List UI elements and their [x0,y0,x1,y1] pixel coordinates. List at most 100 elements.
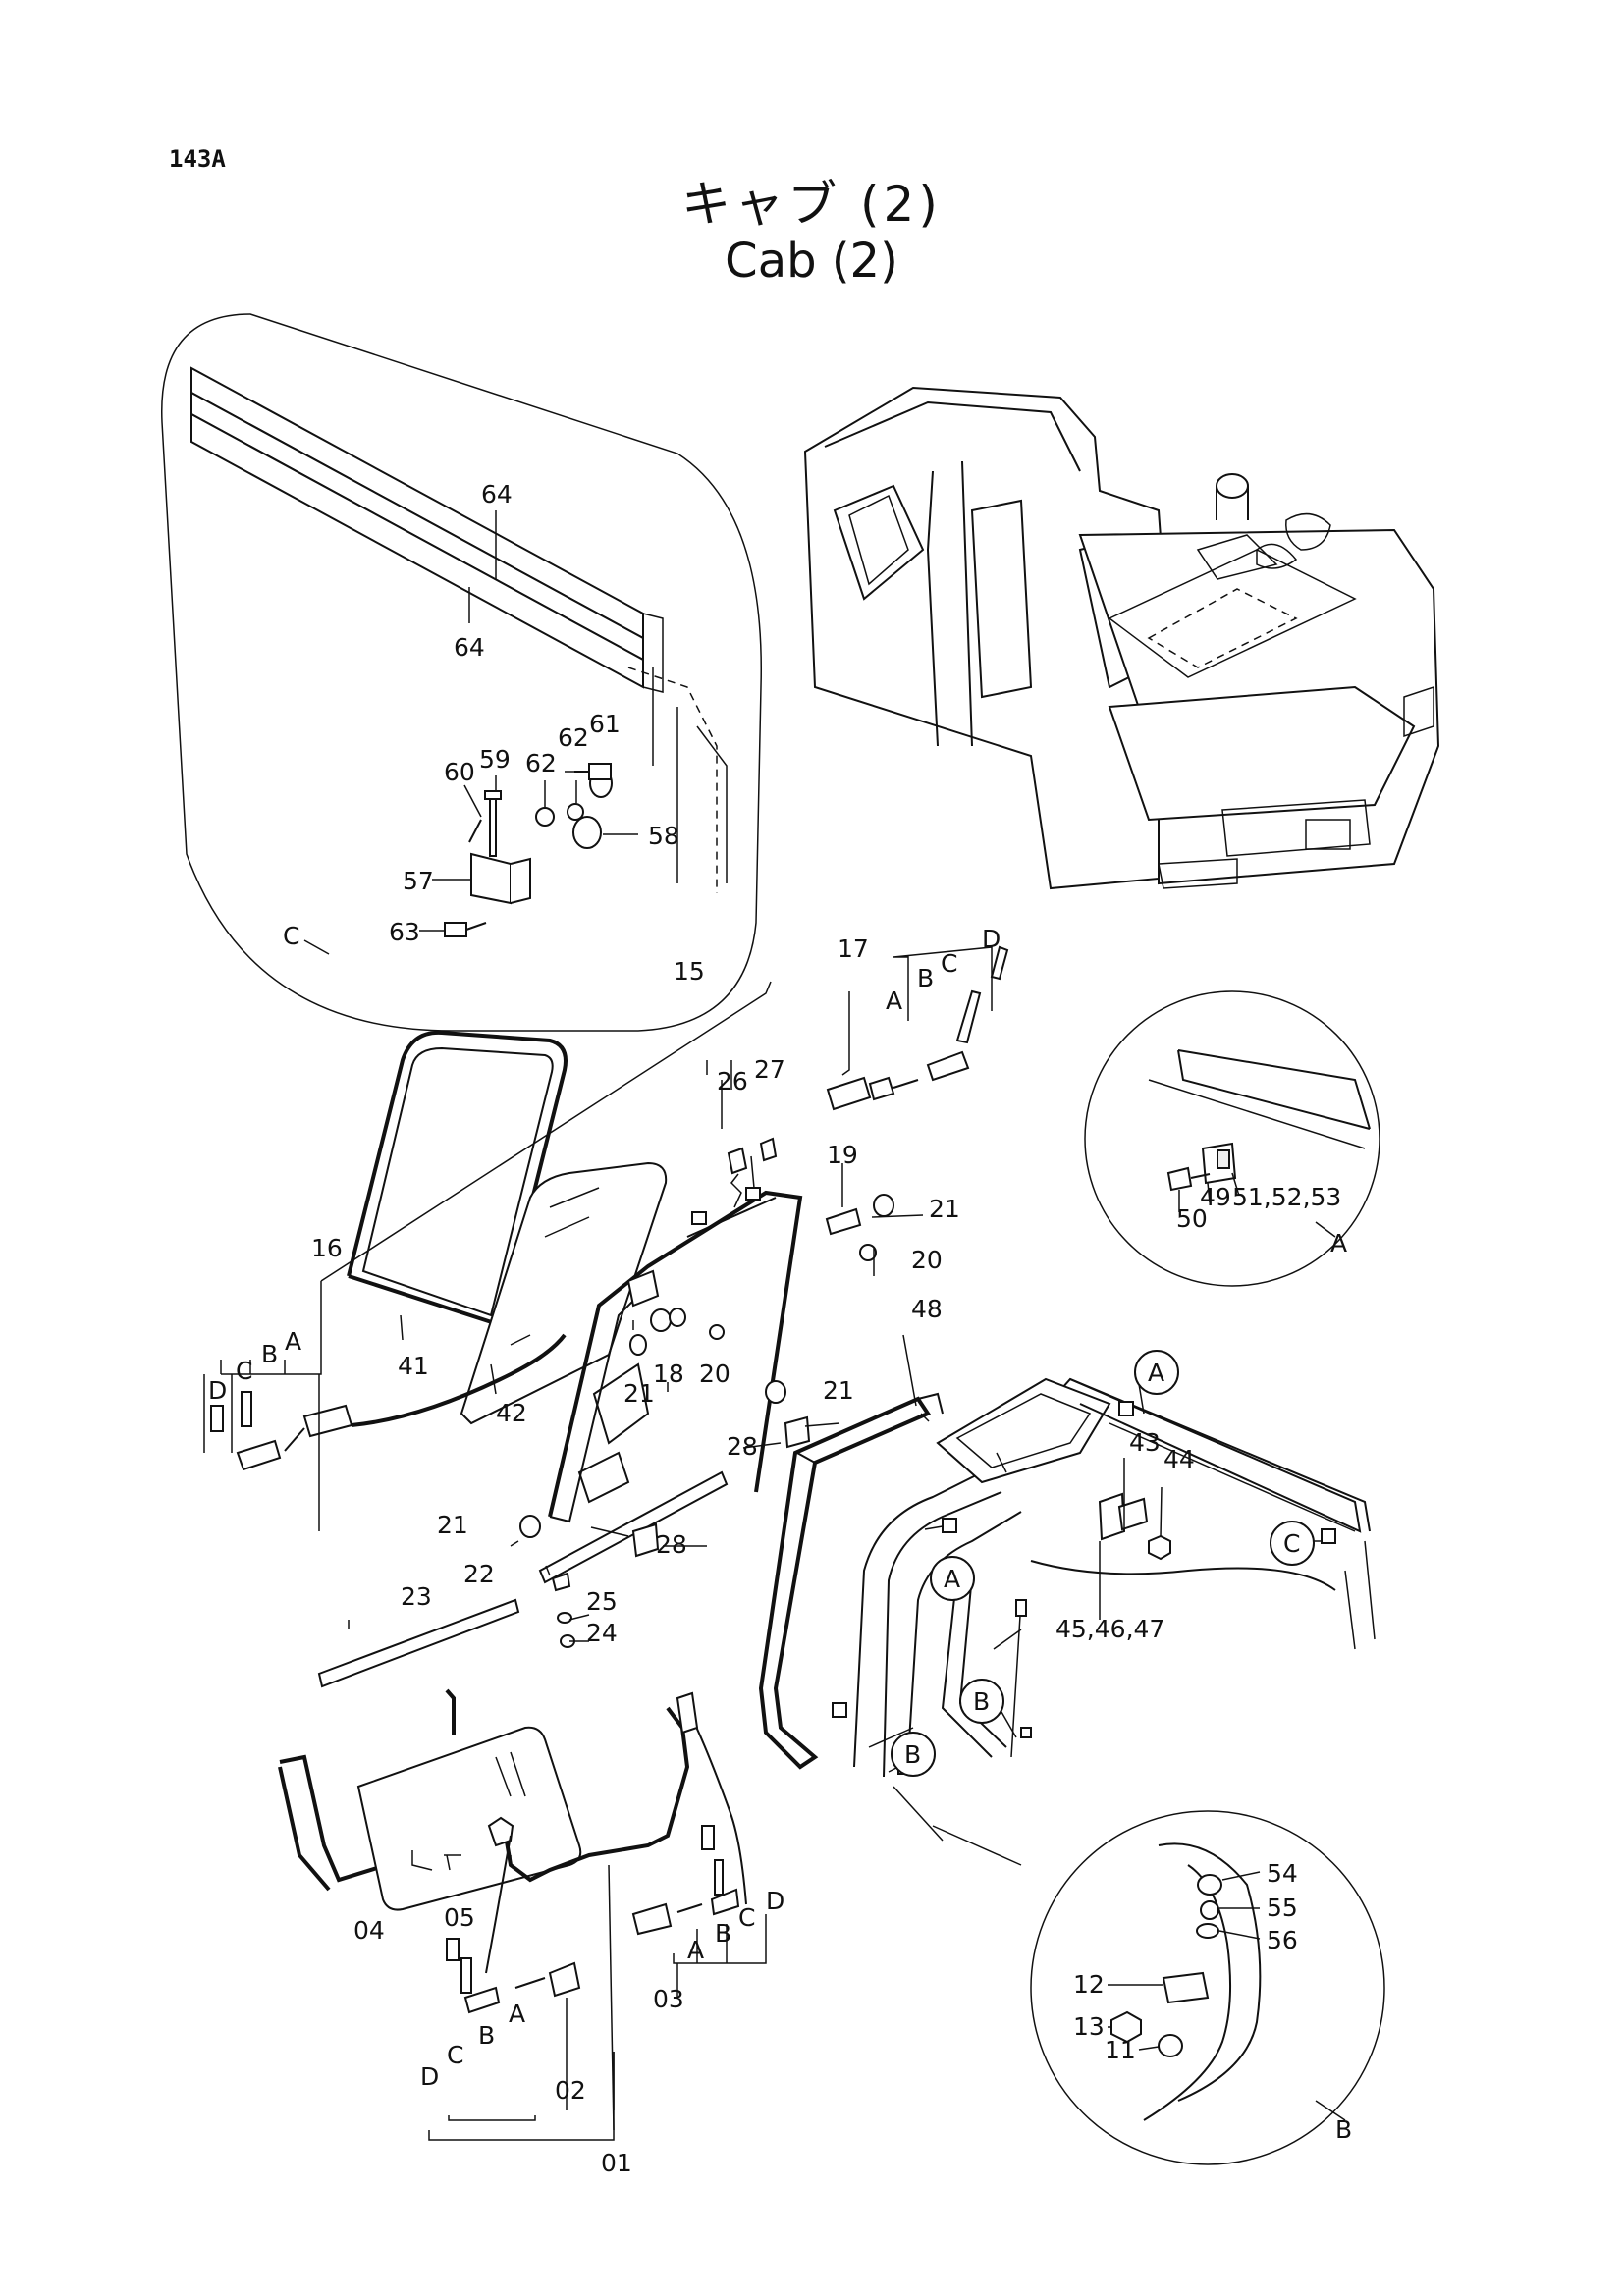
detail-a-view [1084,990,1380,1287]
bracket-19 [825,1207,862,1236]
bracket-43 [1117,1497,1149,1531]
label-03-b: B [715,1919,731,1948]
washer-62b [567,803,584,821]
label-17-d: D [982,925,1001,953]
label-16: 16 [311,1234,343,1262]
callout-a-top [1134,1350,1179,1395]
excavator-overview [803,386,1440,890]
latch-17 [826,945,1009,1111]
title-english: Cab (2) [725,234,898,289]
slide-frame-15 [548,1187,803,1523]
bumper-21c [765,1380,786,1404]
washer-56 [1196,1923,1219,1939]
label-61: 61 [589,710,621,738]
cab-frame [832,1377,1376,1866]
label-15: 15 [674,957,705,986]
callout-b-right [959,1679,1004,1724]
title-japanese: キャブ (2) [681,176,942,233]
callout-c-right-letter: C [1283,1529,1300,1558]
bolt-63 [444,922,487,937]
label-03: 03 [653,1985,684,2013]
detail-b-view [1030,1810,1385,2165]
latch-02 [446,1938,581,2014]
label-21d: 21 [437,1511,468,1539]
stopper-28a [631,1522,660,1558]
callout-b-right-letter: B [973,1687,990,1716]
label-11: 11 [1105,2036,1136,2064]
label-02: 02 [555,2076,586,2105]
rail-22 [538,1470,729,1584]
label-16-a: A [285,1327,301,1356]
callout-c-right [1270,1521,1315,1566]
label-43: 43 [1129,1428,1161,1457]
nut-55 [1200,1900,1219,1920]
bracket-57 [470,852,531,905]
bracket-12 [1162,1971,1210,2004]
label-64a: 64 [481,480,513,508]
rail-seal-64 [190,366,664,693]
label-60: 60 [444,758,475,786]
label-03-d: D [766,1887,784,1915]
label-19: 19 [827,1141,858,1169]
label-17-a: A [886,987,902,1015]
cap-54 [1197,1874,1222,1896]
label-50: 50 [1176,1204,1208,1233]
label-62a: 62 [558,723,589,752]
label-04: 04 [353,1916,385,1945]
label-48: 48 [911,1295,943,1323]
label-21a: 21 [929,1195,960,1223]
label-02-d: D [420,2062,439,2091]
label-57: 57 [403,867,434,895]
label-05: 05 [444,1903,475,1932]
label-58: 58 [648,822,679,850]
label-12: 12 [1073,1970,1105,1999]
screw-20a [709,1324,725,1340]
label-detail-b: B [1335,2115,1352,2144]
label-59: 59 [479,745,511,774]
label-63: 63 [389,918,420,946]
window-glass-42 [460,1161,668,1425]
handle-26-leader [730,1173,742,1208]
label-17-c: C [941,949,957,978]
pin-01 [676,1691,699,1735]
stopper-28b [784,1415,811,1449]
label-28a: 28 [727,1432,758,1461]
label-55: 55 [1267,1894,1298,1922]
label-16-c: C [236,1357,252,1385]
label-21b: 21 [623,1379,655,1408]
bumper-21a [519,1515,541,1538]
callout-a-left-letter: A [944,1565,960,1593]
label-26: 26 [717,1067,748,1095]
label-21c: 21 [823,1376,854,1405]
label-03-a: A [687,1936,704,1964]
latch-03 [631,1825,740,1936]
label-13: 13 [1073,2012,1105,2041]
frame-01 [445,1688,690,1883]
label-02-a: A [509,2000,525,2028]
label-22: 22 [463,1560,495,1588]
label-44: 44 [1163,1445,1195,1473]
callout-a-top-letter: A [1148,1359,1164,1387]
clip-22 [551,1572,571,1592]
label-56: 56 [1267,1926,1298,1954]
label-51-53: 51,52,53 [1232,1183,1341,1211]
callout-b-left-letter: B [904,1740,921,1769]
bar-23 [317,1598,520,1688]
label-28b: 28 [656,1530,687,1559]
label-41: 41 [398,1352,429,1380]
seal-48 [758,1396,931,1770]
label-03-c: C [738,1903,755,1932]
label-62b: 62 [525,749,557,777]
label-02-c: C [447,2041,463,2069]
glass-05 [356,1726,582,1911]
pin-59 [484,790,502,857]
bolt-13 [1110,2010,1142,2044]
handle-26 [727,1147,748,1175]
label-42: 42 [496,1399,527,1427]
label-02-b: B [478,2021,495,2050]
cable-01 [485,1835,512,1974]
label-45-47: 45,46,47 [1055,1615,1164,1643]
label-01: 01 [601,2149,632,2177]
latch-16 [210,1333,567,1471]
